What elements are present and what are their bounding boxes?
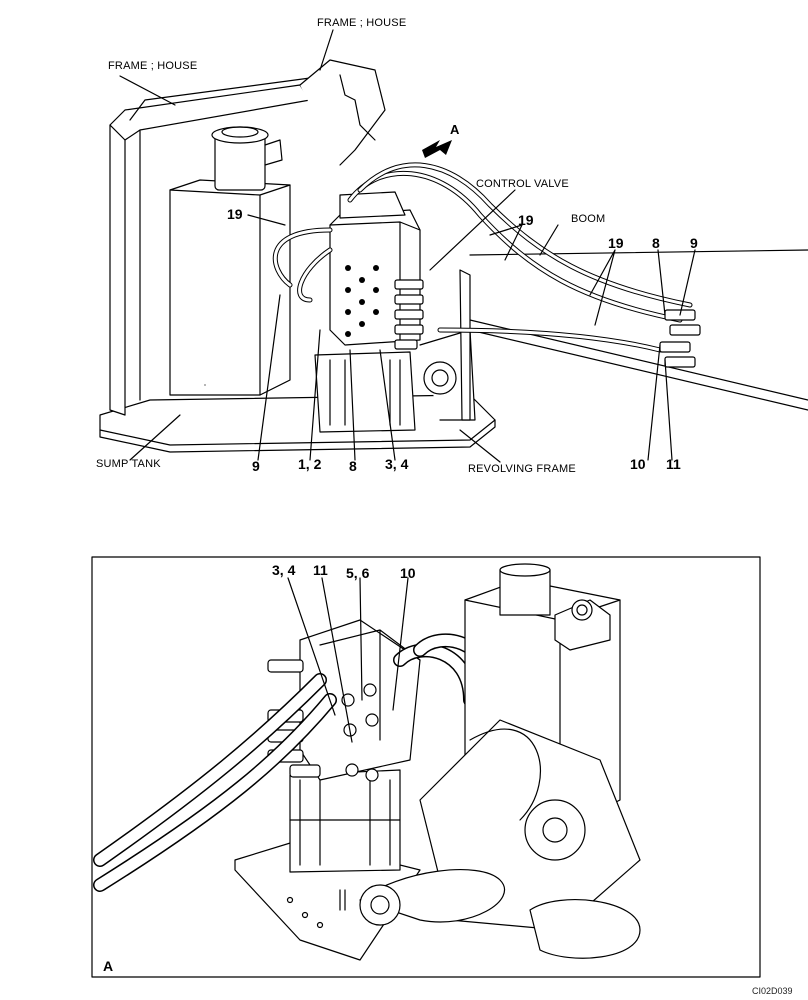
callout-8-right: 8 — [652, 235, 660, 251]
callout-1-2: 1, 2 — [298, 456, 322, 472]
callout-3-4-detail: 3, 4 — [272, 562, 296, 578]
callout-9-bottom: 9 — [252, 458, 260, 474]
callout-9-right: 9 — [690, 235, 698, 251]
label-revolving-frame: REVOLVING FRAME — [468, 463, 576, 475]
label-control-valve: CONTROL VALVE — [476, 178, 569, 190]
callout-10-detail: 10 — [400, 565, 416, 581]
callout-8-bottom: 8 — [349, 458, 357, 474]
view-arrow-label: A — [450, 122, 460, 137]
callout-19-left: 19 — [227, 206, 243, 222]
detail-view-illustration — [93, 563, 641, 961]
callout-11-detail: 11 — [313, 562, 328, 578]
drawing-code: CI02D039 — [752, 986, 793, 996]
label-frame-house-left: FRAME ; HOUSE — [108, 60, 198, 72]
detail-frame — [91, 556, 761, 978]
callout-3-4-top: 3, 4 — [385, 456, 409, 472]
callout-5-6-detail: 5, 6 — [346, 565, 370, 581]
label-sump-tank: SUMP TANK — [96, 458, 161, 470]
label-boom: BOOM — [571, 213, 606, 225]
callout-11-top: 11 — [666, 456, 681, 472]
callout-10-top: 10 — [630, 456, 646, 472]
callout-19-middle: 19 — [518, 212, 534, 228]
top-view-illustration — [99, 29, 808, 463]
callout-19-right: 19 — [608, 235, 624, 251]
label-frame-house-top: FRAME ; HOUSE — [317, 17, 407, 29]
detail-view-title: A — [103, 958, 114, 974]
